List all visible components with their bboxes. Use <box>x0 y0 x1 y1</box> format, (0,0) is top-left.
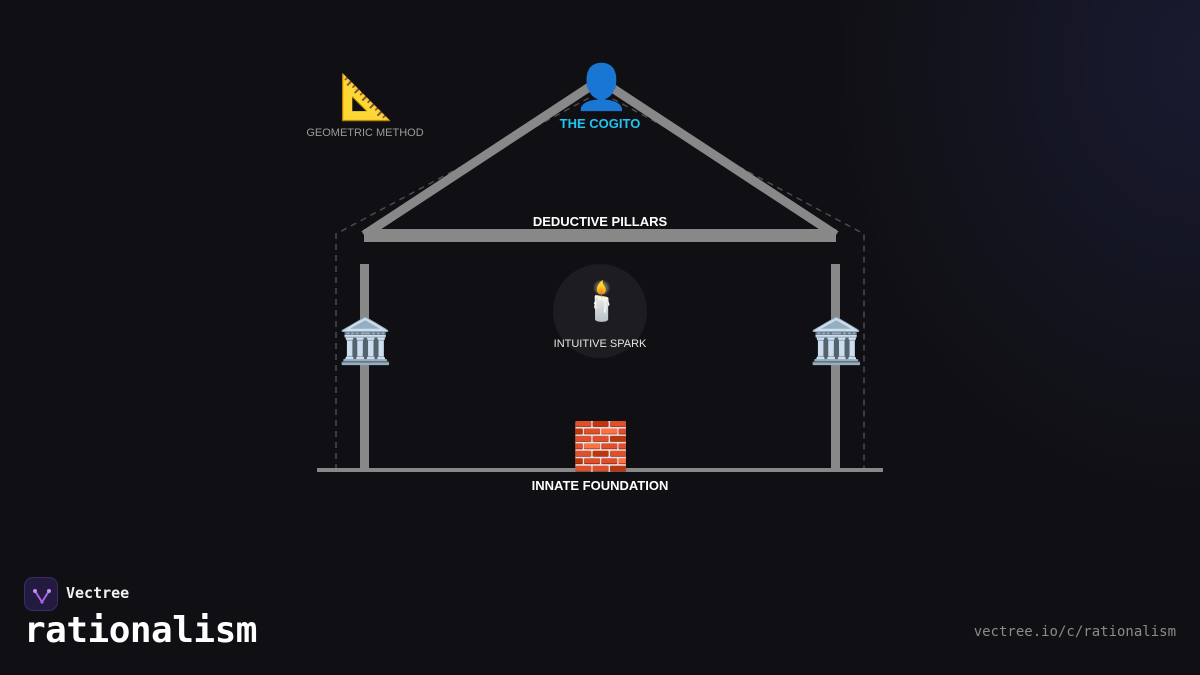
deductive-pillars-label: DEDUCTIVE PILLARS <box>532 214 668 229</box>
brand-name: Vectree <box>66 584 130 602</box>
vectree-logo-icon <box>33 589 51 604</box>
cogito-label: THE COGITO <box>559 116 641 131</box>
page-title: rationalism <box>24 610 257 651</box>
deductive-beam <box>364 229 836 242</box>
dashed-outline <box>335 91 865 470</box>
intuitive-spark-label: INTUITIVE SPARK <box>553 338 647 350</box>
vectree-logo <box>24 577 58 611</box>
roof-right <box>597 76 839 239</box>
spark-circle <box>553 264 647 358</box>
page-url[interactable]: vectree.io/c/rationalism <box>973 624 1176 640</box>
innate-foundation-label: INNATE FOUNDATION <box>531 478 669 493</box>
person-silhouette-icon: 👤 <box>574 62 629 113</box>
roof-left <box>361 76 603 239</box>
candle-icon: 🕯️ <box>578 279 626 323</box>
geometric-method-label: GEOMETRIC METHOD <box>306 127 424 139</box>
brick-wall-icon: 🧱 <box>572 419 630 473</box>
left-pillar <box>360 264 369 471</box>
right-pillar <box>831 264 840 471</box>
right-pillar-building-icon: 🏛️ <box>809 316 864 367</box>
left-pillar-building-icon: 🏛️ <box>338 316 393 367</box>
triangular-ruler-icon: 📐 <box>339 72 394 123</box>
ground-line <box>317 468 883 472</box>
